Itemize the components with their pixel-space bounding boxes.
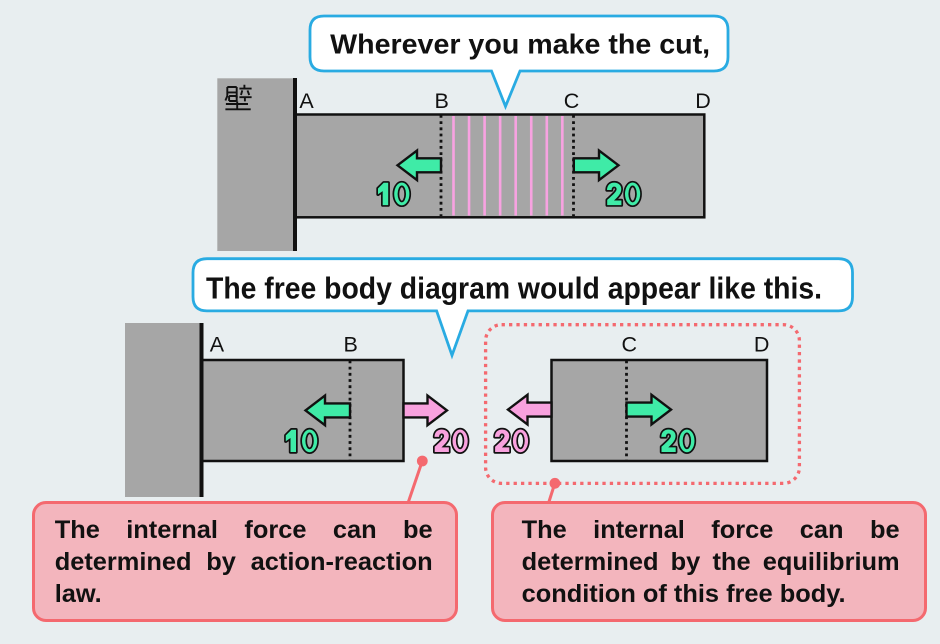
svg-text:A: A (210, 332, 225, 356)
svg-text:C: C (622, 332, 638, 356)
svg-text:The free body diagram would ap: The free body diagram would appear like … (206, 272, 822, 306)
svg-text:D: D (695, 89, 711, 113)
svg-text:Wherever you make the cut,: Wherever you make the cut, (330, 28, 710, 59)
svg-text:B: B (435, 89, 449, 113)
svg-text:B: B (344, 332, 358, 356)
svg-text:A: A (299, 89, 314, 113)
svg-text:C: C (564, 89, 580, 113)
svg-text:D: D (754, 332, 770, 356)
